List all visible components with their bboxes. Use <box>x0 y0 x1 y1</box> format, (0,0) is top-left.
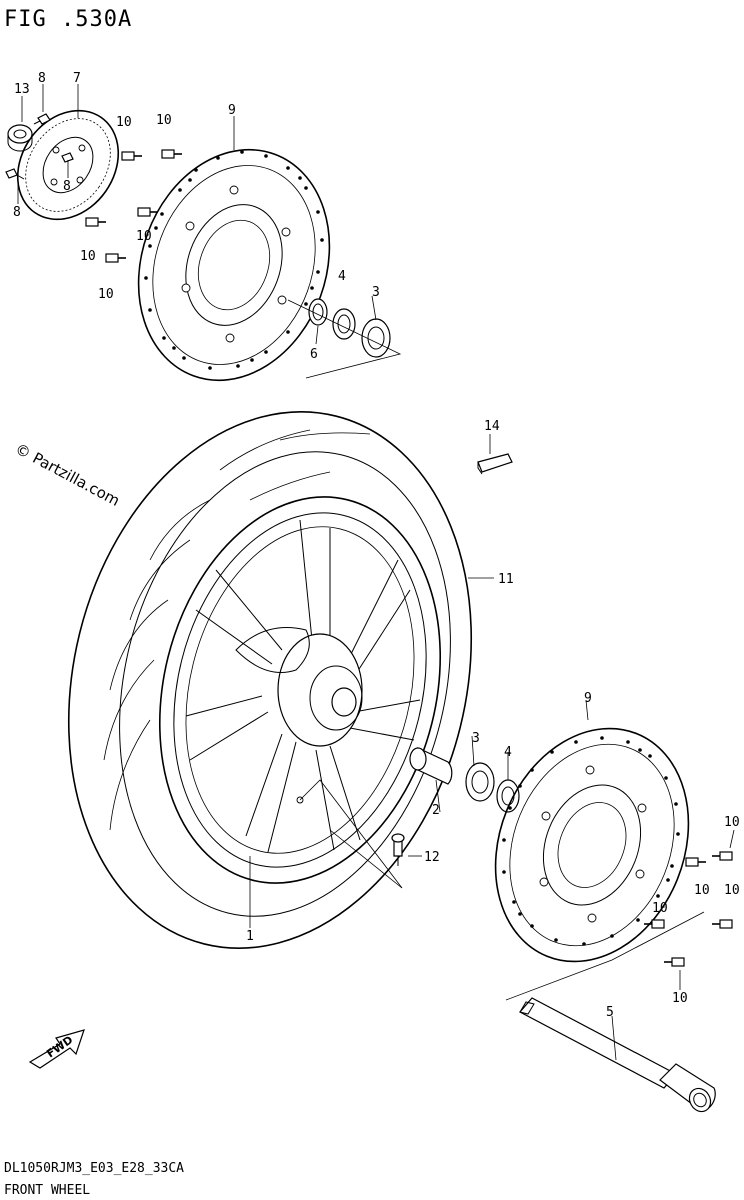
callout-10-e: 10 <box>98 287 114 302</box>
upper-disc-bolts <box>85 149 182 263</box>
callout-10-b: 10 <box>156 113 172 128</box>
ring-bolts <box>5 113 74 180</box>
callout-14: 14 <box>484 419 500 434</box>
diagram-caption: FRONT WHEEL <box>4 1183 90 1198</box>
callout-numbers: 13 8 7 8 8 10 10 10 10 10 9 4 3 6 14 11 … <box>13 71 740 1020</box>
callout-4-upper: 4 <box>338 269 346 284</box>
callout-3-upper: 3 <box>372 285 380 300</box>
callout-10-j: 10 <box>672 991 688 1006</box>
leader-lines <box>17 84 735 1061</box>
lower-brake-disc <box>494 727 690 963</box>
front-rim <box>158 496 442 884</box>
callout-5: 5 <box>606 1005 614 1020</box>
callout-12: 12 <box>424 850 440 865</box>
watermark: © Partzilla.com <box>12 440 123 510</box>
sensor-nut <box>7 124 33 152</box>
abs-sensor-ring <box>16 109 120 221</box>
callout-4-lower: 4 <box>504 745 512 760</box>
callout-10-f: 10 <box>724 815 740 830</box>
callout-3-lower: 3 <box>472 731 480 746</box>
callout-7: 7 <box>73 71 81 86</box>
tire-valve <box>391 833 405 866</box>
callout-9-upper: 9 <box>228 103 236 118</box>
lower-hub-parts <box>409 747 520 813</box>
upper-hub-parts <box>308 298 391 358</box>
callout-2: 2 <box>432 803 440 818</box>
callout-13: 13 <box>14 82 30 97</box>
figure-title: FIG .530A <box>4 7 132 32</box>
front-axle <box>519 997 716 1113</box>
callout-10-g: 10 <box>694 883 710 898</box>
callout-6: 6 <box>310 347 318 362</box>
callout-8-top: 8 <box>38 71 46 86</box>
forward-direction-arrow: FWD <box>28 1029 85 1069</box>
callout-1: 1 <box>246 929 254 944</box>
callout-11: 11 <box>498 572 514 587</box>
callout-10-i: 10 <box>652 901 668 916</box>
callout-10-c: 10 <box>136 229 152 244</box>
upper-brake-disc <box>137 148 331 382</box>
diagram-code: DL1050RJM3_E03_E28_33CA <box>4 1161 184 1176</box>
callout-10-a: 10 <box>116 115 132 130</box>
lower-disc-bolts <box>644 851 733 967</box>
balance-weight <box>477 453 513 475</box>
front-tire <box>67 411 473 949</box>
callout-8-left: 8 <box>13 205 21 220</box>
callout-8-center: 8 <box>63 179 71 194</box>
callout-10-d: 10 <box>80 249 96 264</box>
callout-9-lower: 9 <box>584 691 592 706</box>
callout-10-h: 10 <box>724 883 740 898</box>
